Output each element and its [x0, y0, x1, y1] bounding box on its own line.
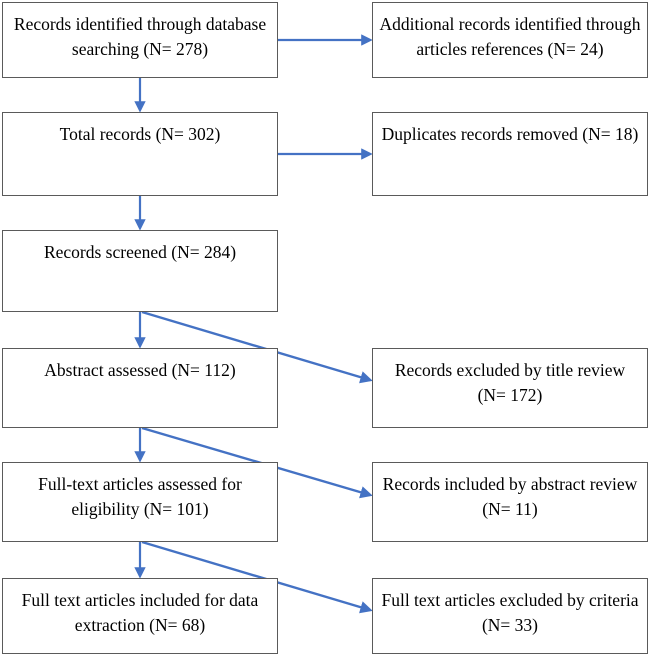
node-label: Records identified through database sear…	[13, 14, 267, 59]
node-duplicates-removed[interactable]: Duplicates records removed (N= 18)	[372, 112, 648, 196]
node-label: Full-text articles assessed for eligibil…	[38, 474, 242, 519]
node-additional-records[interactable]: Additional records identified through ar…	[372, 2, 648, 78]
node-label: Additional records identified through ar…	[379, 14, 641, 59]
node-label: Full text articles included for data ext…	[21, 590, 259, 635]
node-label: Records included by abstract review (N= …	[382, 474, 638, 519]
node-records-screened[interactable]: Records screened (N= 284)	[2, 230, 278, 312]
node-fulltext-assessed[interactable]: Full-text articles assessed for eligibil…	[2, 462, 278, 542]
node-fulltext-included[interactable]: Full text articles included for data ext…	[2, 578, 278, 654]
node-fulltext-excluded[interactable]: Full text articles excluded by criteria …	[372, 578, 648, 654]
node-label: Total records (N= 302)	[59, 124, 221, 144]
node-total-records[interactable]: Total records (N= 302)	[2, 112, 278, 196]
node-records-included-abstract[interactable]: Records included by abstract review (N= …	[372, 462, 648, 542]
node-records-identified[interactable]: Records identified through database sear…	[2, 2, 278, 78]
node-label: Full text articles excluded by criteria …	[381, 590, 639, 635]
node-abstract-assessed[interactable]: Abstract assessed (N= 112)	[2, 348, 278, 428]
node-label: Duplicates records removed (N= 18)	[381, 124, 639, 144]
node-label: Records excluded by title review (N= 172…	[394, 360, 626, 405]
node-label: Records screened (N= 284)	[43, 242, 237, 262]
node-records-excluded-title[interactable]: Records excluded by title review (N= 172…	[372, 348, 648, 428]
node-label: Abstract assessed (N= 112)	[44, 360, 236, 380]
